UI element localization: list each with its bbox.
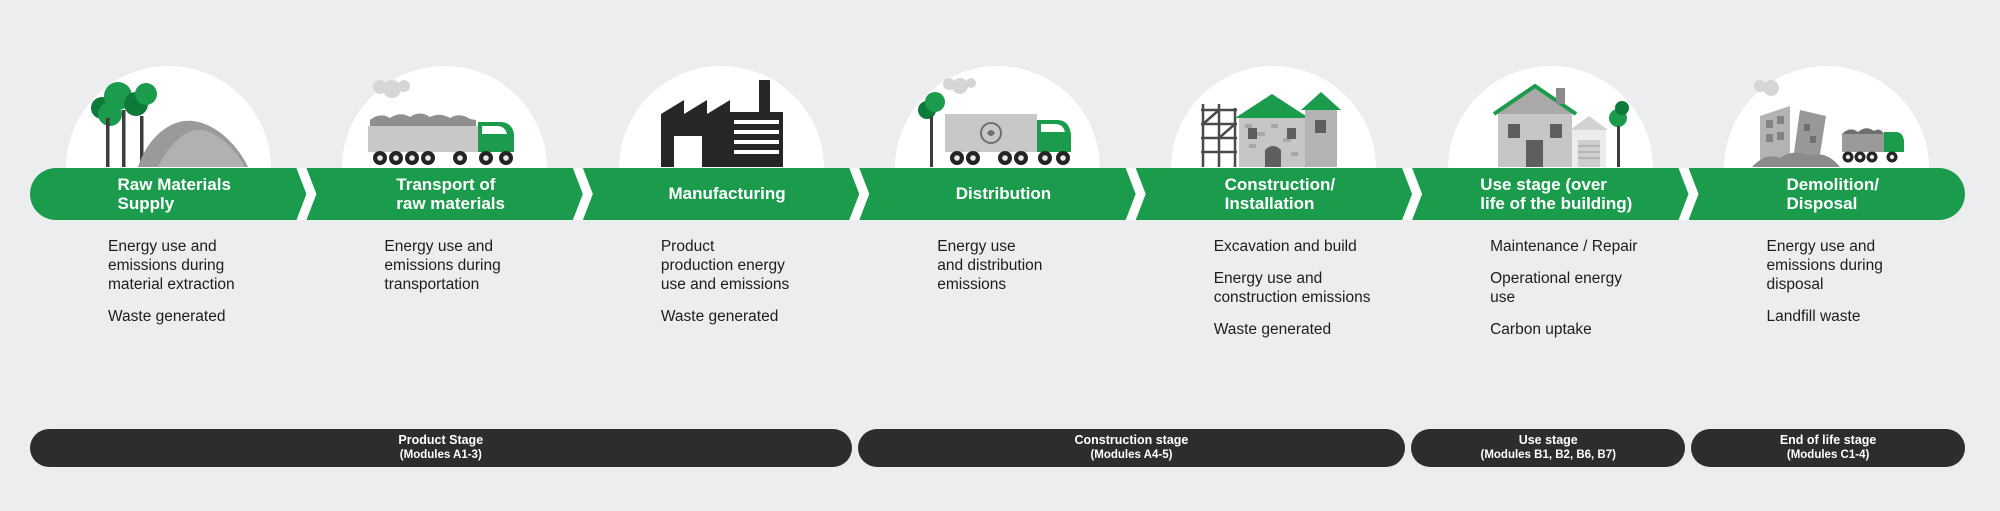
band-segment-construction: Construction/ Installation [1136, 168, 1412, 220]
bar-modules: (Modules C1-4) [1786, 448, 1870, 461]
house-icon [1492, 83, 1629, 167]
stage-point: Energy use and construction emissions [1213, 269, 1371, 306]
distribution-truck-icon [917, 78, 1071, 167]
bar-construction-stage: Construction stage (Modules A4-5) [857, 429, 1406, 467]
band-segment-raw-materials: Raw Materials Supply [30, 168, 306, 220]
band-segment-use-stage: Use stage (over life of the building) [1412, 168, 1688, 220]
bar-title: End of life stage [1779, 433, 1877, 448]
band-segment-demolition: Demolition/ Disposal [1688, 168, 1965, 220]
bar-modules: (Modules B1, B2, B6, B7) [1480, 448, 1616, 461]
bar-title: Product Stage [398, 433, 484, 448]
illustration-circle [65, 66, 271, 218]
stage-points-demolition: Energy use and emissions during disposal… [1689, 238, 1965, 353]
stage-point: Energy use and emissions during transpor… [384, 238, 501, 293]
stage-point: Product production energy use and emissi… [660, 238, 790, 293]
stage-title: Demolition/ Disposal [1786, 174, 1880, 213]
stage-point: Waste generated [108, 307, 226, 325]
stage-circle-use-stage [1412, 66, 1688, 218]
stage-point: Waste generated [660, 307, 779, 325]
stage-point: Landfill waste [1766, 307, 1861, 325]
module-stage-bars: Product Stage (Modules A1-3) Constructio… [30, 429, 1966, 467]
bar-product-stage: Product Stage (Modules A1-3) [30, 429, 852, 467]
stage-points-distribution: Energy use and distribution emissions [859, 238, 1135, 353]
bar-modules: (Modules A4-5) [1090, 448, 1173, 461]
stage-point: Energy use and emissions during disposal [1766, 238, 1883, 293]
stage-point: Maintenance / Repair [1490, 238, 1638, 255]
bar-title: Use stage [1518, 433, 1578, 448]
factory-icon [660, 80, 783, 167]
stage-point: Excavation and build [1213, 238, 1357, 255]
trees-and-mound-icon [90, 82, 248, 167]
stage-points-transport: Energy use and emissions during transpor… [306, 238, 582, 353]
bar-modules: (Modules A1-3) [399, 448, 482, 461]
stage-title: Manufacturing [668, 184, 786, 204]
stage-point: Waste generated [1213, 320, 1332, 338]
stage-circle-raw-materials [30, 66, 306, 218]
stage-title: Distribution [955, 184, 1052, 204]
stage-title: Construction/ Installation [1224, 174, 1336, 213]
stage-points-manufacturing: Product production energy use and emissi… [583, 238, 859, 353]
raw-materials-truck-icon [368, 80, 515, 165]
building-with-scaffolding-icon [1201, 92, 1342, 167]
stage-points-use-stage: Maintenance / Repair Operational energy … [1412, 238, 1688, 353]
band-segment-manufacturing: Manufacturing [583, 168, 859, 220]
band-segment-transport: Transport of raw materials [306, 168, 582, 220]
stage-title: Transport of raw materials [396, 174, 505, 213]
stage-title-band: Raw Materials Supply Transport of raw ma… [30, 168, 1965, 220]
stage-point: Energy use and distribution emissions [937, 238, 1043, 293]
bar-end-of-life-stage: End of life stage (Modules C1-4) [1691, 429, 1966, 467]
stage-title: Raw Materials Supply [117, 174, 231, 213]
illustration-circle [1447, 66, 1653, 218]
stage-descriptions-row: Energy use and emissions during material… [30, 238, 1965, 353]
stage-point: Operational energy use [1490, 269, 1622, 306]
bar-use-stage: Use stage (Modules B1, B2, B6, B7) [1411, 429, 1686, 467]
stage-title: Use stage (over life of the building) [1480, 174, 1633, 213]
stage-points-construction: Excavation and build Energy use and cons… [1136, 238, 1412, 353]
demolition-rubble-icon [1752, 80, 1905, 167]
stage-point: Energy use and emissions during material… [108, 238, 235, 293]
bar-title: Construction stage [1074, 433, 1189, 448]
stage-point: Carbon uptake [1490, 320, 1592, 338]
band-segment-distribution: Distribution [859, 168, 1135, 220]
stage-points-raw-materials: Energy use and emissions during material… [30, 238, 306, 353]
